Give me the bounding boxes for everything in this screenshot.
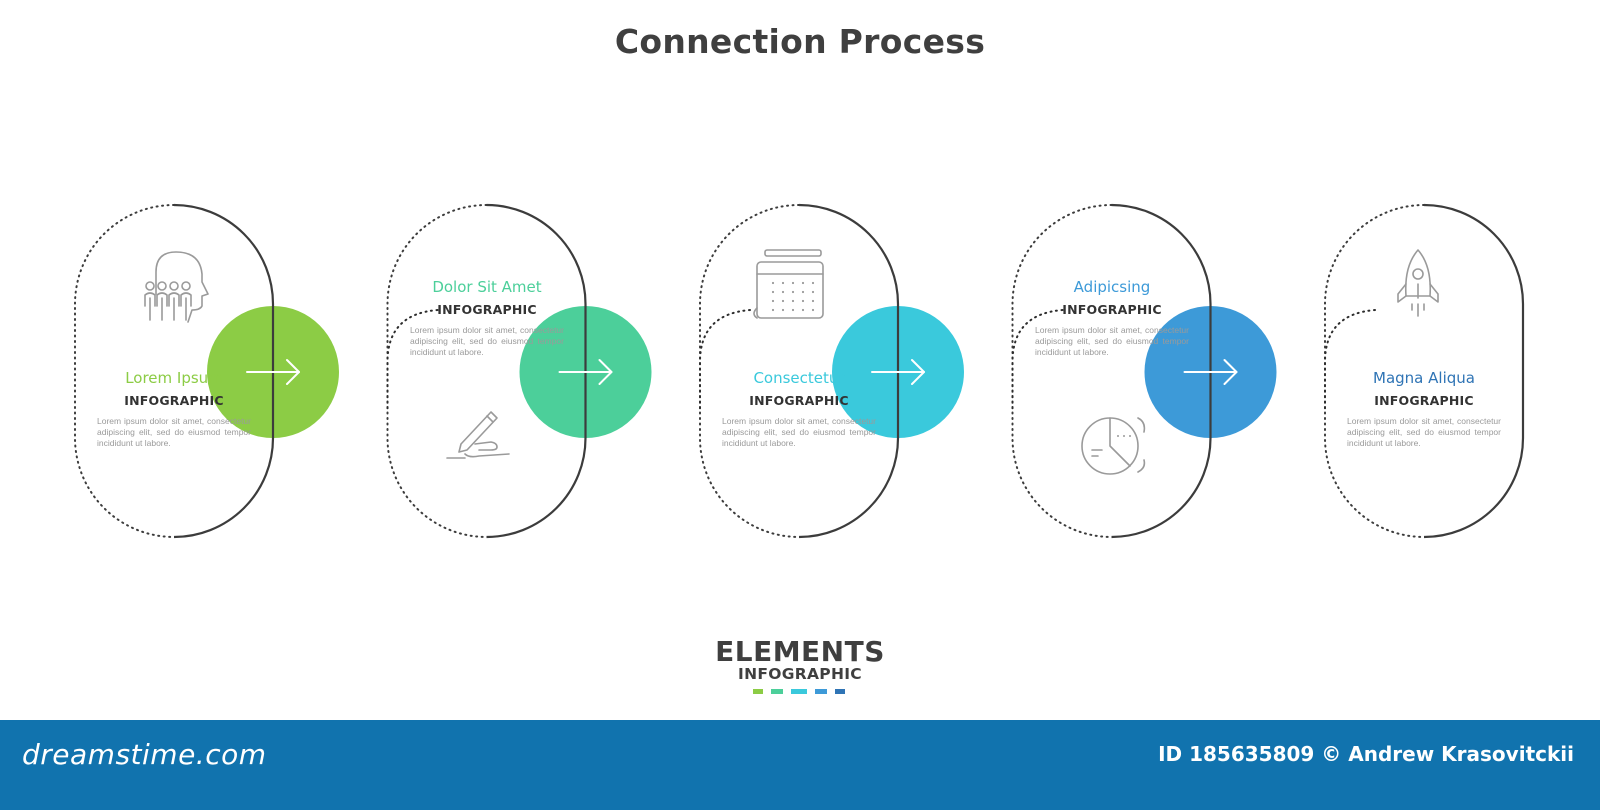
arrow-right-icon	[246, 359, 300, 385]
connector-dotted-line	[699, 309, 751, 413]
arrow-right-icon	[558, 359, 613, 385]
step-subtitle: INFOGRAPHIC	[749, 393, 849, 408]
calendar-icon	[753, 249, 824, 319]
connector-dotted-line	[386, 309, 439, 413]
pill-dotted-edge	[699, 204, 800, 538]
step-title: Adipicsing	[1073, 278, 1151, 296]
step-description: Lorem ipsum dolor sit amet, consectetur …	[722, 416, 876, 448]
step-subtitle: INFOGRAPHIC	[124, 393, 224, 408]
pie-chart-icon	[1081, 417, 1146, 475]
brand-dash	[815, 689, 827, 694]
connector-1	[207, 306, 439, 438]
brand-dash	[771, 689, 783, 694]
step-subtitle: INFOGRAPHIC	[437, 302, 537, 317]
connector-dotted-line	[1011, 309, 1064, 413]
page-title: Connection Process	[614, 22, 986, 61]
step-description: Lorem ipsum dolor sit amet, consectetur …	[1035, 325, 1189, 357]
pill-dotted-edge	[1011, 204, 1113, 538]
step-description: Lorem ipsum dolor sit amet, consectetur …	[1347, 416, 1501, 448]
connector-2	[519, 306, 751, 438]
pill-dotted-edge	[1324, 204, 1425, 538]
step-title: Consectetur	[753, 369, 845, 387]
footer-credit: ID 185635809 © Andrew Krasovitckii	[1158, 742, 1574, 766]
step-description: Lorem ipsum dolor sit amet, consectetur …	[410, 325, 564, 357]
pill-solid-edge	[1423, 203, 1525, 539]
rocket-icon	[1397, 249, 1439, 317]
brand-dash	[753, 689, 763, 694]
brand-color-dashes	[753, 689, 845, 695]
step-subtitle: INFOGRAPHIC	[1374, 393, 1474, 408]
brand-title: ELEMENTS	[715, 635, 885, 668]
arrow-right-icon	[871, 359, 925, 385]
connector-dotted-line	[1324, 309, 1376, 413]
footer-bar: dreamstime.com ID 185635809 © Andrew Kra…	[0, 720, 1600, 810]
connector-4	[1144, 306, 1376, 438]
step-title: Lorem Ipsum	[125, 369, 223, 387]
brand-dash	[835, 689, 845, 694]
step-title: Dolor Sit Amet	[432, 278, 542, 296]
connector-3	[832, 306, 1064, 438]
hand-pen-icon	[446, 411, 510, 459]
pill-dotted-edge	[386, 204, 488, 538]
step-description: Lorem ipsum dolor sit amet, consectetur …	[97, 416, 251, 448]
footer-logo[interactable]: dreamstime.com	[22, 738, 267, 771]
brand-dash	[791, 689, 807, 694]
pill-dotted-edge	[74, 204, 175, 538]
brand-subtitle: INFOGRAPHIC	[738, 665, 862, 683]
step-pill-5	[1324, 203, 1525, 539]
arrow-right-icon	[1183, 359, 1238, 385]
step-title: Magna Aliqua	[1373, 369, 1475, 387]
people-head-icon	[144, 251, 209, 323]
step-subtitle: INFOGRAPHIC	[1062, 302, 1162, 317]
